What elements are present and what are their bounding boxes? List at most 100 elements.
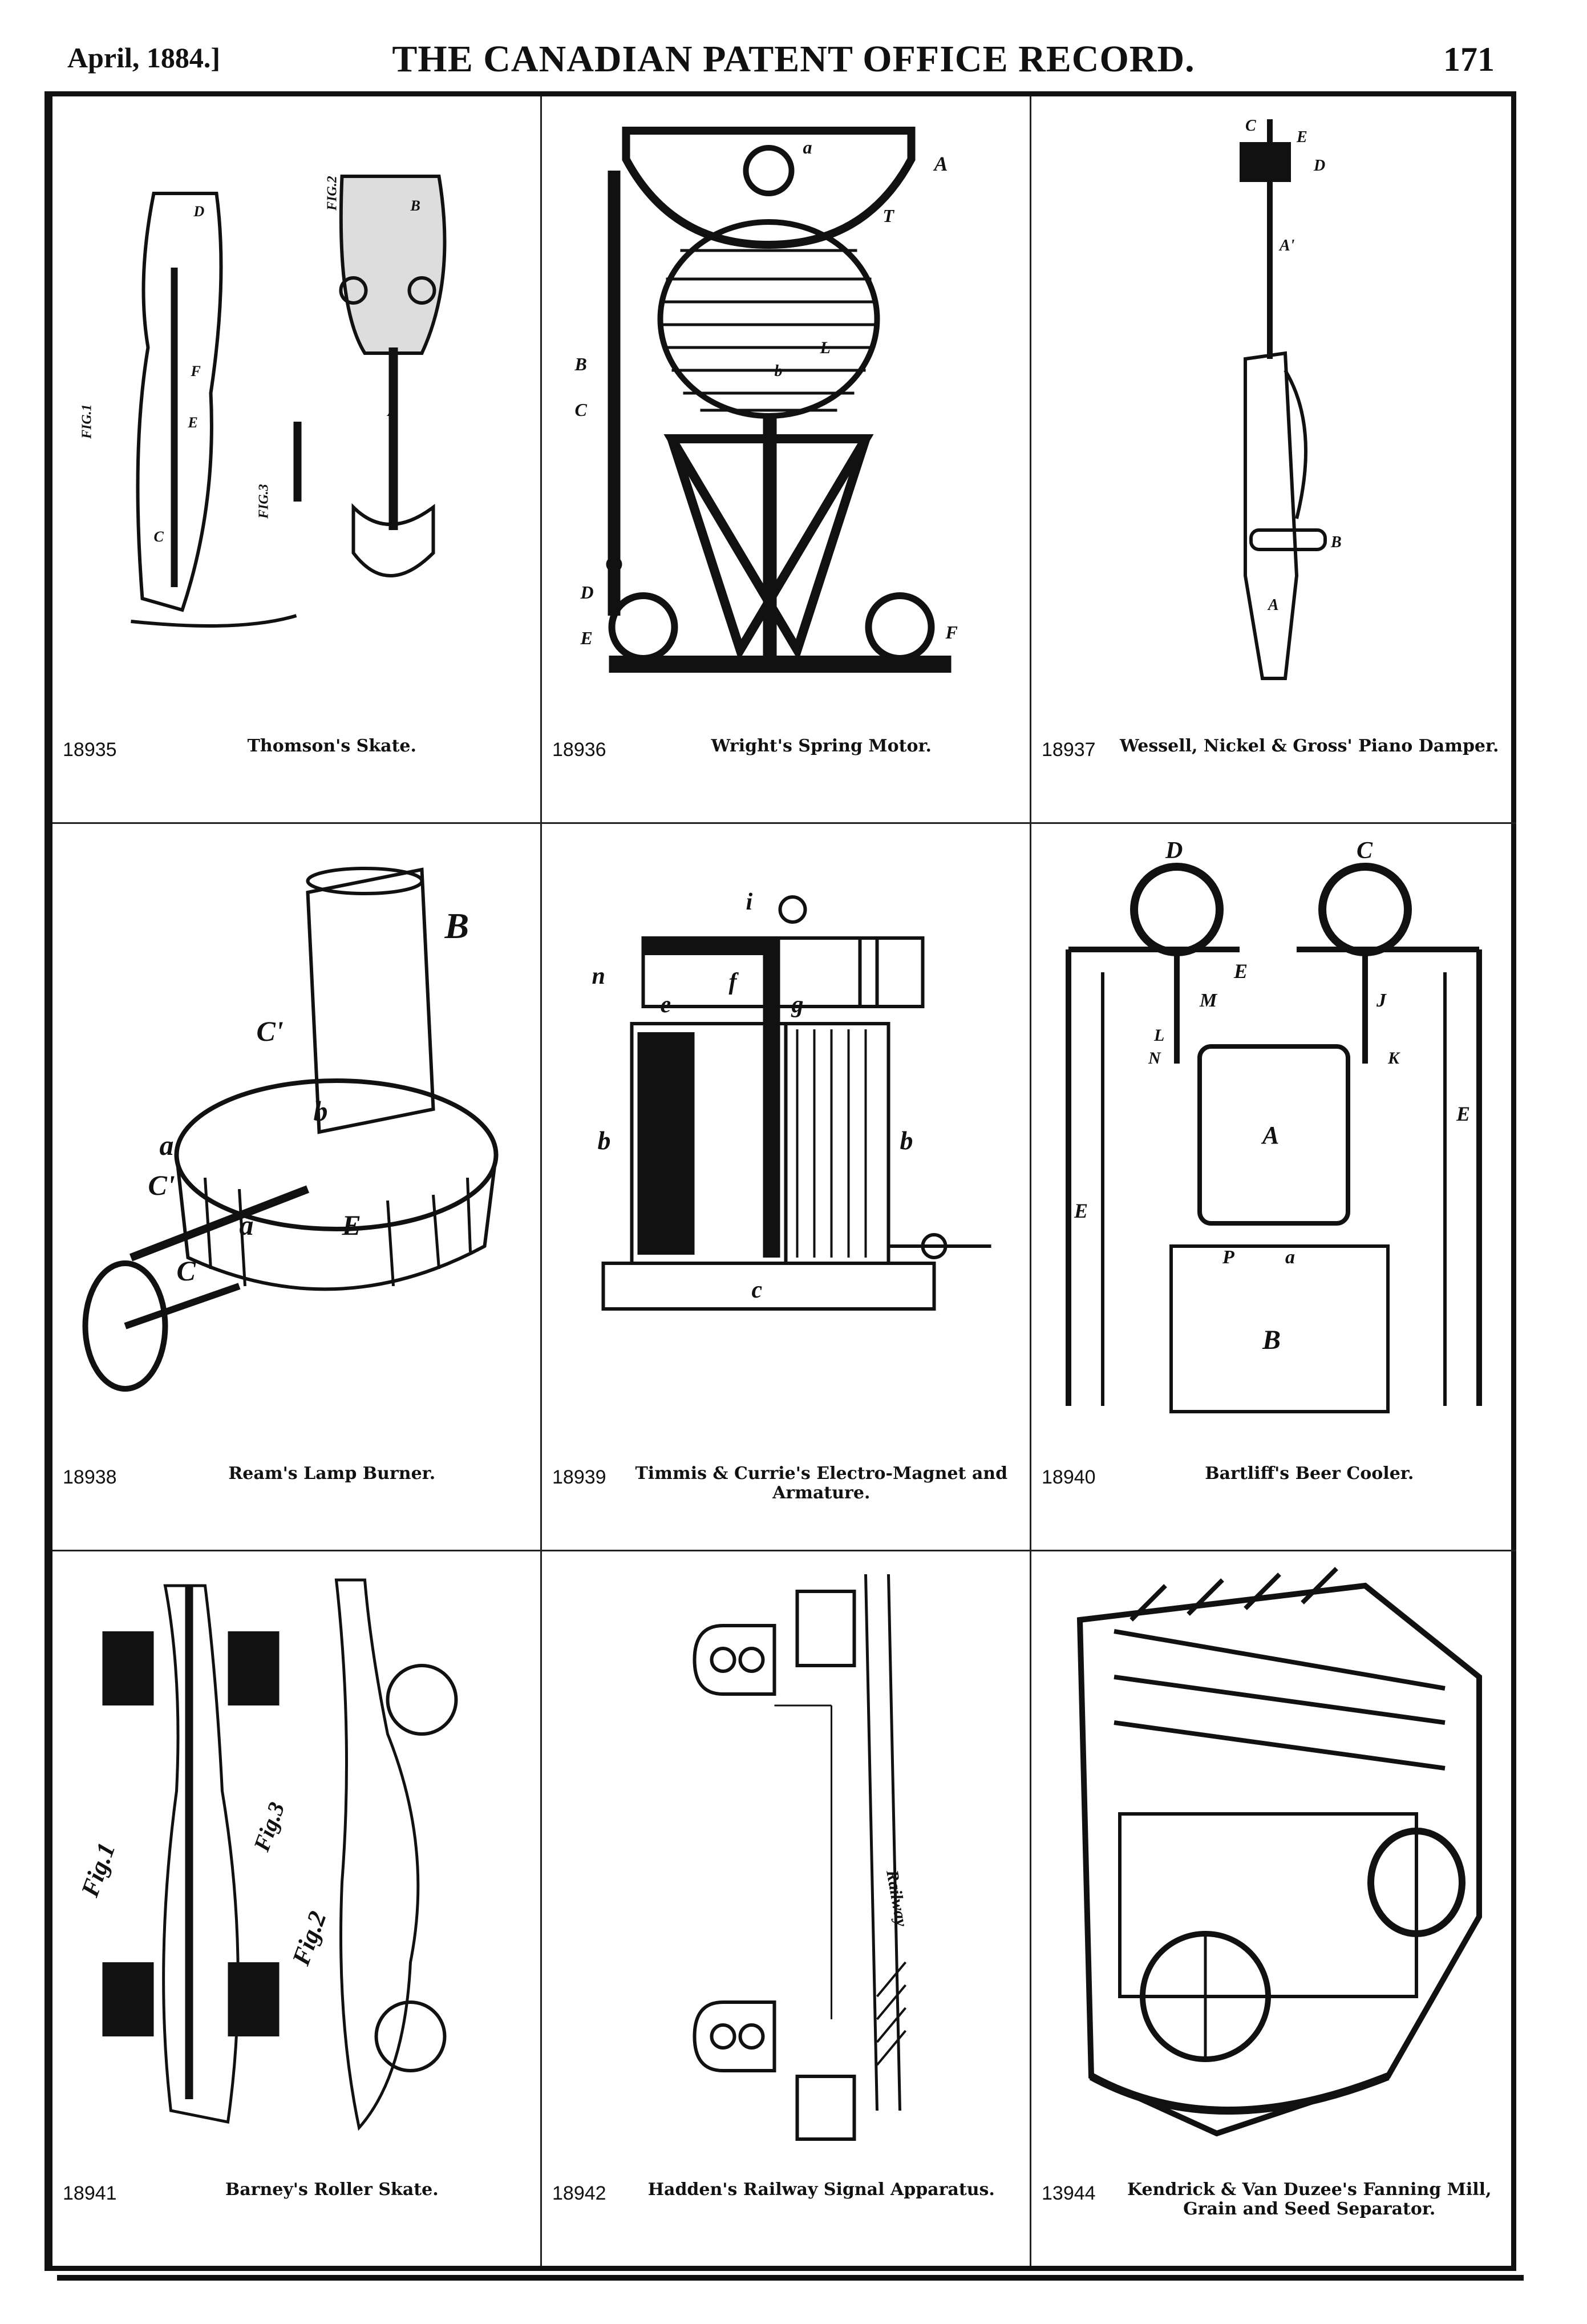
figure-caption: 18935 Thomson's Skate. — [63, 737, 530, 799]
fig-label: n — [592, 963, 605, 989]
figure-cell-18937: C E D A' A B 18937 Wessell, Nickel & Gro… — [1031, 96, 1516, 824]
figure-frame: FIG.1 FIG.2 FIG.3 D E F C A B 18935 Thom… — [44, 91, 1524, 2281]
patent-number: 18939 — [552, 1466, 606, 1488]
fig-label: Fig.1 — [75, 1839, 120, 1901]
fig-label: B — [1330, 533, 1342, 551]
fig-label: J — [1376, 990, 1387, 1011]
fig-label: i — [746, 889, 753, 915]
fig-label: D — [1165, 838, 1183, 864]
fig-label: B — [574, 354, 587, 374]
fig-label: E — [342, 1209, 361, 1241]
patent-number: 18941 — [63, 2182, 117, 2204]
page-header: April, 1884.] THE CANADIAN PATENT OFFICE… — [0, 0, 1587, 86]
patent-number: 18937 — [1042, 739, 1096, 761]
fig-label: P — [1222, 1247, 1234, 1268]
skate-illustration: FIG.1 FIG.2 FIG.3 D E F C A B — [80, 175, 447, 628]
fig-label: D — [1313, 157, 1325, 175]
fig-label: FIG.2 — [325, 176, 340, 211]
patent-number: 18938 — [63, 1466, 117, 1488]
caption-text: Kendrick & Van Duzee's Fanning Mill, Gra… — [1127, 2180, 1492, 2219]
caption-text: Bartliff's Beer Cooler. — [1205, 1464, 1414, 1484]
figure-caption: 18937 Wessell, Nickel & Gross' Piano Dam… — [1042, 737, 1506, 799]
fig-label: D — [193, 203, 205, 220]
fig-label: F — [191, 363, 201, 379]
fig-label: B — [410, 197, 420, 214]
fig-label: FIG.1 — [80, 404, 95, 439]
patent-number: 13944 — [1042, 2182, 1096, 2204]
beer-cooler-illustration: D C E M J L N K A E E P a B — [1066, 838, 1482, 1413]
header-date: April, 1884.] — [67, 42, 221, 74]
header-title: THE CANADIAN PATENT OFFICE RECORD. — [392, 38, 1195, 80]
figure-caption: 18942 Hadden's Railway Signal Apparatus. — [552, 2180, 1019, 2243]
figure-cell-18939: i n f e g b b c 18939 Timmis & Currie's … — [542, 824, 1031, 1551]
fig-label: b — [314, 1095, 328, 1127]
figure-caption: 18938 Ream's Lamp Burner. — [63, 1464, 530, 1527]
fig-label: a — [160, 1129, 174, 1161]
fig-label: E — [188, 414, 198, 431]
fig-label: C' — [148, 1169, 175, 1201]
fig-label: c — [752, 1277, 763, 1303]
figure-cell-13944: 13944 Kendrick & Van Duzee's Fanning Mil… — [1031, 1551, 1516, 2266]
caption-text: Barney's Roller Skate. — [225, 2180, 439, 2200]
fig-label: L — [820, 338, 831, 357]
patent-number: 18936 — [552, 739, 606, 761]
figure-caption: 18936 Wright's Spring Motor. — [552, 737, 1019, 799]
fig-label: B — [444, 906, 469, 946]
fig-label: E — [1233, 960, 1248, 983]
fig-label: b — [598, 1126, 611, 1155]
fig-label: C — [154, 528, 164, 545]
fig-label: a — [1285, 1247, 1295, 1268]
spring-motor-illustration: A a B C D E F T L b — [574, 127, 958, 673]
fig-label: E — [1074, 1199, 1088, 1222]
caption-text: Timmis & Currie's Electro-Magnet and Arm… — [635, 1464, 1008, 1503]
figure-caption: 18941 Barney's Roller Skate. — [63, 2180, 530, 2243]
fig-label: a — [240, 1209, 254, 1241]
patent-number: 18935 — [63, 739, 117, 761]
fig-label: K — [1387, 1049, 1400, 1068]
fig-label: C — [575, 399, 588, 420]
caption-text: Hadden's Railway Signal Apparatus. — [647, 2180, 995, 2200]
fig-label: FIG.3 — [257, 484, 272, 519]
fanning-mill-illustration — [1076, 1567, 1482, 2137]
fig-label: F — [945, 622, 958, 642]
fig-label: e — [661, 992, 671, 1018]
fig-label: g — [791, 992, 804, 1018]
figure-cell-18942: Railway 18942 Hadden's Railway Signal Ap… — [542, 1551, 1031, 2266]
railway-signal-illustration: Railway — [693, 1574, 911, 2141]
fig-label: N — [1148, 1049, 1161, 1068]
fig-label: A — [1261, 1121, 1279, 1149]
fig-label: C — [1357, 838, 1373, 864]
fig-label: C — [1245, 117, 1256, 135]
roller-skate-illustration: Fig.1 Fig.2 Fig.3 — [75, 1578, 458, 2131]
fig-label: a — [803, 137, 812, 157]
fig-label: Railway — [882, 1868, 911, 1929]
figure-grid: FIG.1 FIG.2 FIG.3 D E F C A B 18935 Thom… — [52, 96, 1516, 2266]
fig-label: T — [883, 205, 895, 226]
page-number: 171 — [1443, 41, 1495, 78]
fig-label: D — [580, 582, 594, 603]
fig-label: A — [1267, 596, 1279, 614]
electro-magnet-illustration: i n f e g b b c — [592, 889, 991, 1311]
piano-damper-illustration: C E D A' A B — [1240, 117, 1342, 680]
fig-label: E — [580, 628, 593, 648]
fig-label: M — [1199, 990, 1218, 1011]
caption-text: Thomson's Skate. — [247, 736, 416, 756]
caption-text: Wessell, Nickel & Gross' Piano Damper. — [1120, 736, 1499, 756]
caption-text: Ream's Lamp Burner. — [228, 1464, 436, 1484]
figure-cell-18935: FIG.1 FIG.2 FIG.3 D E F C A B 18935 Thom… — [52, 96, 542, 824]
fig-label: C — [177, 1255, 196, 1287]
fig-label: A — [933, 152, 948, 175]
patent-number: 18940 — [1042, 1466, 1096, 1488]
figure-caption: 18939 Timmis & Currie's Electro-Magnet a… — [552, 1464, 1019, 1527]
patent-number: 18942 — [552, 2182, 606, 2204]
lamp-burner-illustration: B C' b a C' a C E — [82, 867, 499, 1392]
fig-label: b — [900, 1126, 913, 1155]
fig-label: Fig.2 — [286, 1907, 331, 1969]
fig-label: E — [1296, 128, 1307, 146]
fig-label: A' — [1278, 237, 1295, 254]
figure-cell-18940: D C E M J L N K A E E P a B 18940 Bartli… — [1031, 824, 1516, 1551]
figure-cell-18938: B C' b a C' a C E 18938 Ream's Lamp Burn… — [52, 824, 542, 1551]
figure-caption: 18940 Bartliff's Beer Cooler. — [1042, 1464, 1506, 1527]
fig-label: Fig.3 — [248, 1798, 290, 1855]
fig-label: f — [729, 969, 739, 995]
